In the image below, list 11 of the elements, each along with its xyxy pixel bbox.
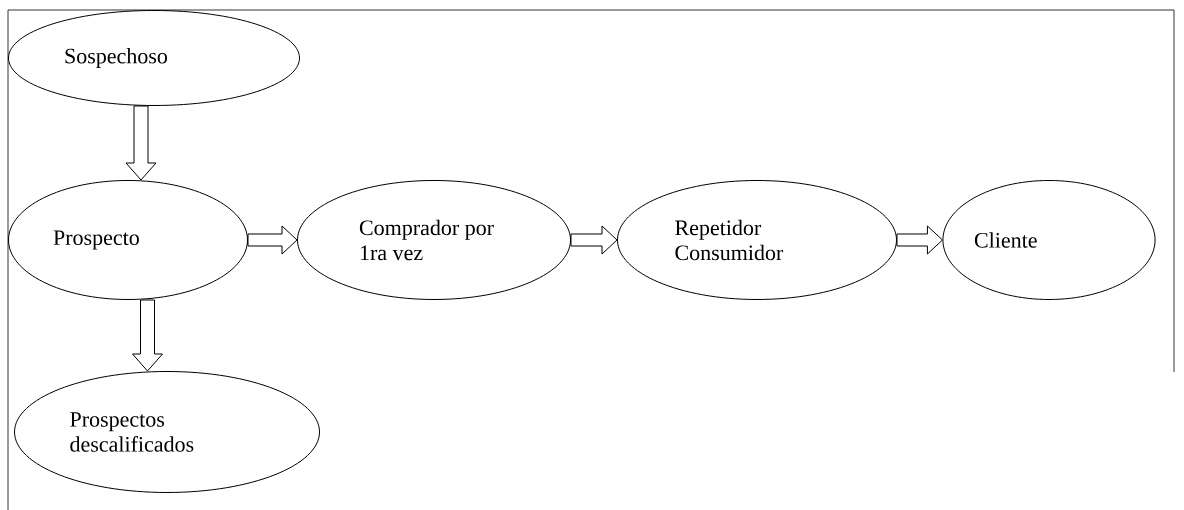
- flow-oval: Prospecto: [8, 180, 248, 300]
- flow-oval: Cliente: [942, 180, 1156, 300]
- block-arrow: [570, 225, 618, 255]
- flow-oval: Sospechoso: [8, 10, 300, 106]
- flow-oval: Repetidor Consumidor: [617, 180, 897, 300]
- block-arrow: [247, 225, 298, 255]
- flow-oval: Comprador por 1ra vez: [297, 180, 571, 300]
- block-arrow: [125, 105, 157, 181]
- flow-oval: Prospectos descalificados: [14, 371, 320, 493]
- block-arrow: [896, 225, 943, 255]
- block-arrow: [132, 299, 163, 372]
